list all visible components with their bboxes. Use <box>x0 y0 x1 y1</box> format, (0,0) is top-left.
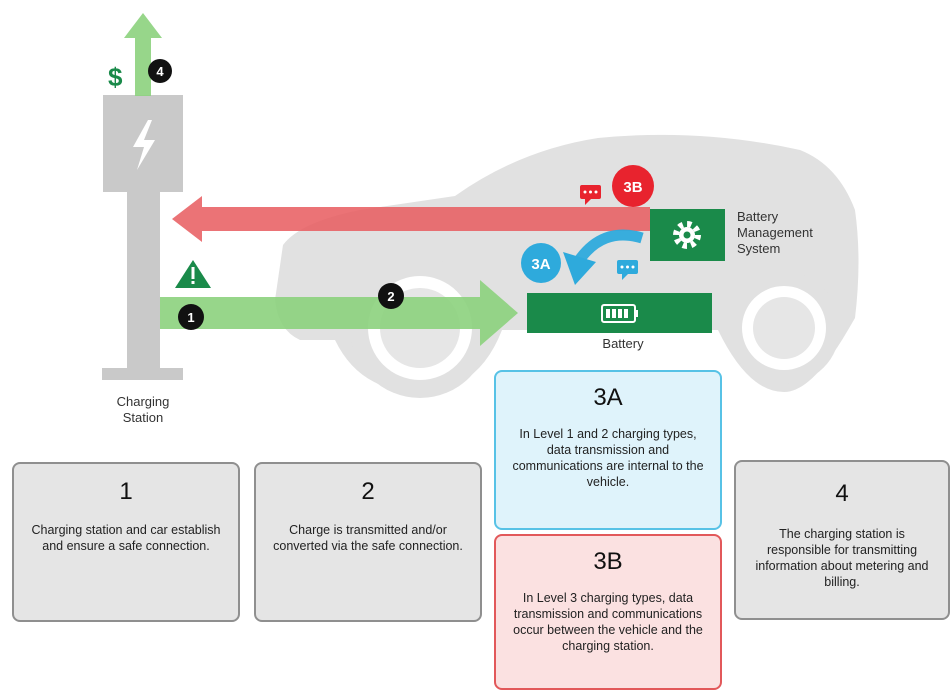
battery-icon <box>601 304 638 323</box>
charging-station-label: Charging Station <box>103 394 183 426</box>
badge-step-4 <box>148 59 172 83</box>
step-card-number: 1 <box>119 478 133 505</box>
arrow-step-2 <box>160 280 518 346</box>
badge-step-3a <box>521 243 561 283</box>
step-card-1: 1 Charging station and car establish and… <box>12 462 240 622</box>
arrow-step-3a-head <box>563 252 596 285</box>
bms-label: Battery Management System <box>737 209 857 257</box>
step-card-text: In Level 1 and 2 charging types, data tr… <box>512 427 704 489</box>
step-card-text: In Level 3 charging types, data transmis… <box>513 591 703 653</box>
badge-step-3b-label: 3B <box>623 179 642 196</box>
charging-station-label-line2: Station <box>122 410 164 425</box>
badge-step-4-label: 4 <box>156 64 164 79</box>
badge-step-3b <box>612 165 654 207</box>
badge-step-1-label: 1 <box>187 310 194 325</box>
step-card-text: Charging station and car establish and e… <box>31 523 221 553</box>
step-card-text: The charging station is responsible for … <box>755 527 929 589</box>
badge-step-3a-label: 3A <box>531 256 550 273</box>
arrow-step-3b <box>172 196 650 242</box>
step-card-3b: 3B In Level 3 charging types, data trans… <box>494 534 722 690</box>
arrow-step-3a <box>573 229 644 266</box>
step-card-4: 4 The charging station is responsible fo… <box>734 460 950 620</box>
badge-step-2-label: 2 <box>387 289 394 304</box>
charging-station-label-line1: Charging <box>116 394 170 409</box>
step-card-number: 3B <box>593 548 623 575</box>
step-card-number: 2 <box>361 478 375 505</box>
step-card-3a: 3A In Level 1 and 2 charging types, data… <box>494 370 722 530</box>
bms-label-line1: Battery <box>737 209 779 224</box>
step-card-text: Charge is transmitted and/or converted v… <box>273 523 463 553</box>
ev-charging-diagram: $ 4 1 2 3A <box>102 13 859 398</box>
step-card-number: 3A <box>593 384 623 411</box>
chat-bubble-icon <box>580 185 601 205</box>
bms-label-line3: System <box>737 241 781 256</box>
warning-triangle-icon <box>175 260 211 288</box>
bms-label-line2: Management <box>737 225 813 240</box>
chat-bubble-icon <box>617 260 638 280</box>
badge-step-1 <box>178 304 204 330</box>
lightning-bolt-icon <box>133 120 155 170</box>
gear-icon <box>673 221 701 249</box>
arrow-step-4 <box>124 13 162 96</box>
car-silhouette <box>275 134 859 398</box>
battery-label: Battery <box>602 336 644 351</box>
step-card-2: 2 Charge is transmitted and/or converted… <box>254 462 482 622</box>
step-card-number: 4 <box>835 480 849 507</box>
badge-step-2 <box>378 283 404 309</box>
dollar-sign-icon: $ <box>108 62 123 92</box>
